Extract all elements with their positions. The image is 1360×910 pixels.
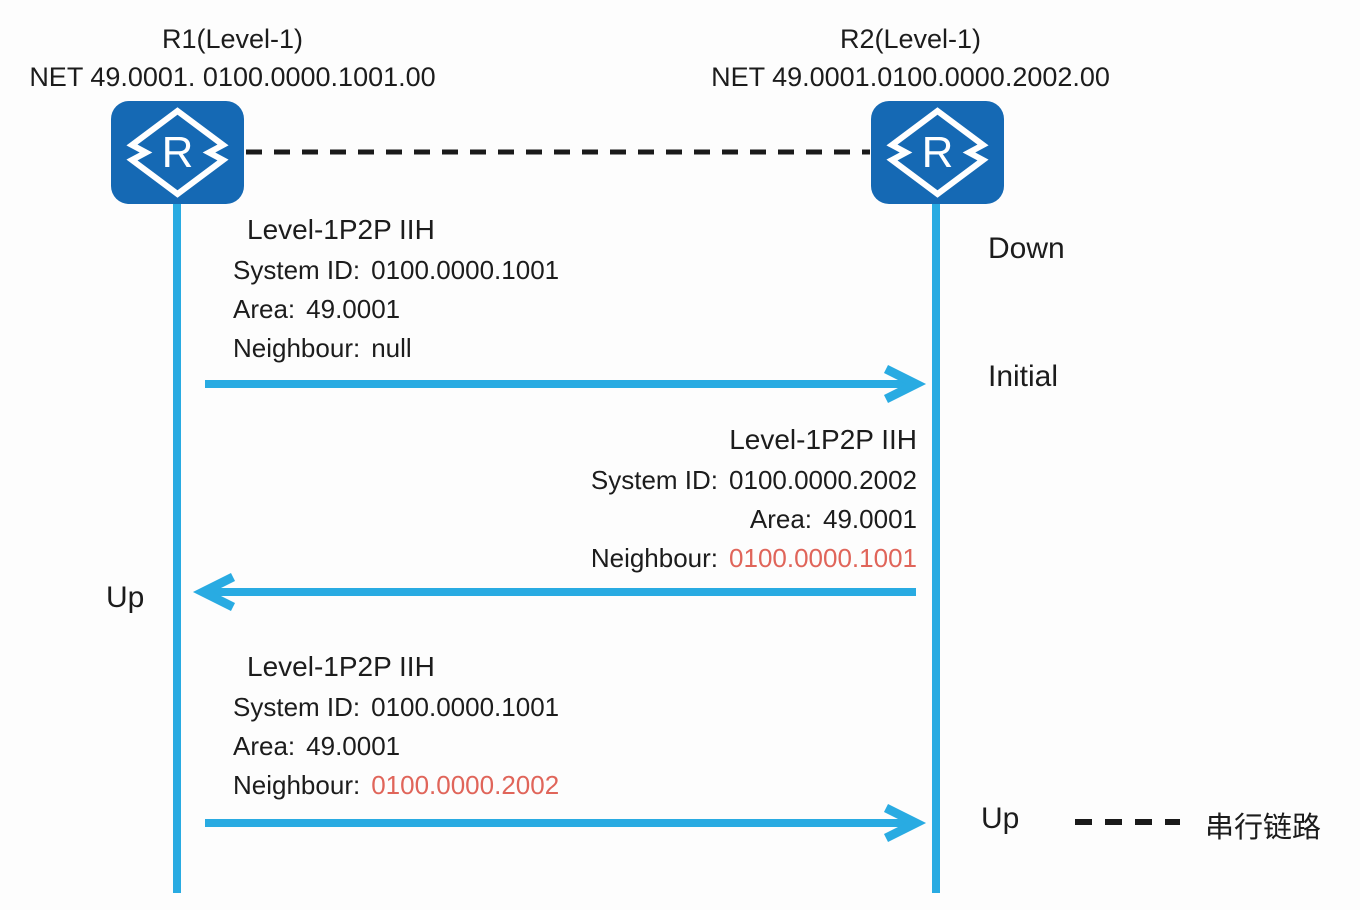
msg1-arrowhead-right-icon xyxy=(883,364,927,404)
field-value: 0100.0000.1001 xyxy=(371,692,560,722)
msg3-system-id: System ID: 0100.0000.1001 xyxy=(233,688,559,727)
field-label: Area: xyxy=(233,294,296,324)
field-value: 49.0001 xyxy=(823,504,917,534)
r1-header: R1(Level-1) NET 49.0001. 0100.0000.1001.… xyxy=(10,20,455,96)
field-label: Neighbour: xyxy=(590,543,719,573)
field-label: System ID: xyxy=(233,255,361,285)
field-label: System ID: xyxy=(590,465,719,495)
r2-title: R2(Level-1) xyxy=(839,24,982,54)
msg3-arrowhead-right-icon xyxy=(883,803,927,843)
r2-router-icon: R xyxy=(871,101,1004,204)
msg2-area: Area: 49.0001 xyxy=(591,500,917,539)
field-value-highlighted: 0100.0000.1001 xyxy=(729,543,917,573)
msg1-title: Level-1P2P IIH xyxy=(247,214,435,245)
r1-title: R1(Level-1) xyxy=(161,24,304,54)
msg3-block: Level-1P2P IIH System ID:0100.0000.1001 … xyxy=(233,646,559,805)
msg3-area: Area: 49.0001 xyxy=(233,727,559,766)
field-label: Area: xyxy=(749,504,813,534)
state-label-up-r2: Up xyxy=(981,802,1020,835)
field-label: Area: xyxy=(233,731,296,761)
router-icon-body xyxy=(111,101,244,204)
r2-net-address: NET 49.0001.0100.0000.2002.00 xyxy=(711,62,1110,92)
legend-serial-link-label: 串行链路 xyxy=(1205,812,1322,844)
msg2-title: Level-1P2P IIH xyxy=(729,424,917,455)
msg1-neighbour: Neighbour: null xyxy=(233,329,559,368)
r1-router-icon: R xyxy=(111,101,244,204)
router-diamond-icon xyxy=(126,107,229,198)
router-icon-letter: R xyxy=(162,128,194,177)
r2-header: R2(Level-1) NET 49.0001.0100.0000.2002.0… xyxy=(688,20,1133,96)
field-label: System ID: xyxy=(233,692,361,722)
msg3-title: Level-1P2P IIH xyxy=(247,651,435,682)
r1-net-address: NET 49.0001. 0100.0000.1001.00 xyxy=(29,62,436,92)
msg2-neighbour: Neighbour: 0100.0000.1001 xyxy=(591,539,917,578)
state-label-down: Down xyxy=(988,232,1065,265)
msg2-system-id: System ID: 0100.0000.2002 xyxy=(591,461,917,500)
msg2-arrowhead-left-icon xyxy=(192,572,236,612)
field-value: null xyxy=(371,333,412,363)
field-value: 0100.0000.1001 xyxy=(371,255,560,285)
msg1-area: Area: 49.0001 xyxy=(233,290,559,329)
router-icon-body xyxy=(871,101,1004,204)
field-value: 49.0001 xyxy=(306,731,401,761)
msg3-neighbour: Neighbour: 0100.0000.2002 xyxy=(233,766,559,805)
field-label: Neighbour: xyxy=(233,770,361,800)
router-diamond-icon xyxy=(886,107,989,198)
msg2-block: Level-1P2P IIH System ID:0100.0000.2002 … xyxy=(591,419,917,578)
state-label-up-r1: Up xyxy=(106,581,145,614)
field-value-highlighted: 0100.0000.2002 xyxy=(371,770,560,800)
state-label-initial: Initial xyxy=(988,360,1059,393)
router-icon-letter: R xyxy=(922,128,954,177)
field-label: Neighbour: xyxy=(233,333,361,363)
msg1-block: Level-1P2P IIH System ID:0100.0000.1001 … xyxy=(233,209,559,368)
field-value: 49.0001 xyxy=(306,294,401,324)
msg1-system-id: System ID: 0100.0000.1001 xyxy=(233,251,559,290)
field-value: 0100.0000.2002 xyxy=(729,465,917,495)
